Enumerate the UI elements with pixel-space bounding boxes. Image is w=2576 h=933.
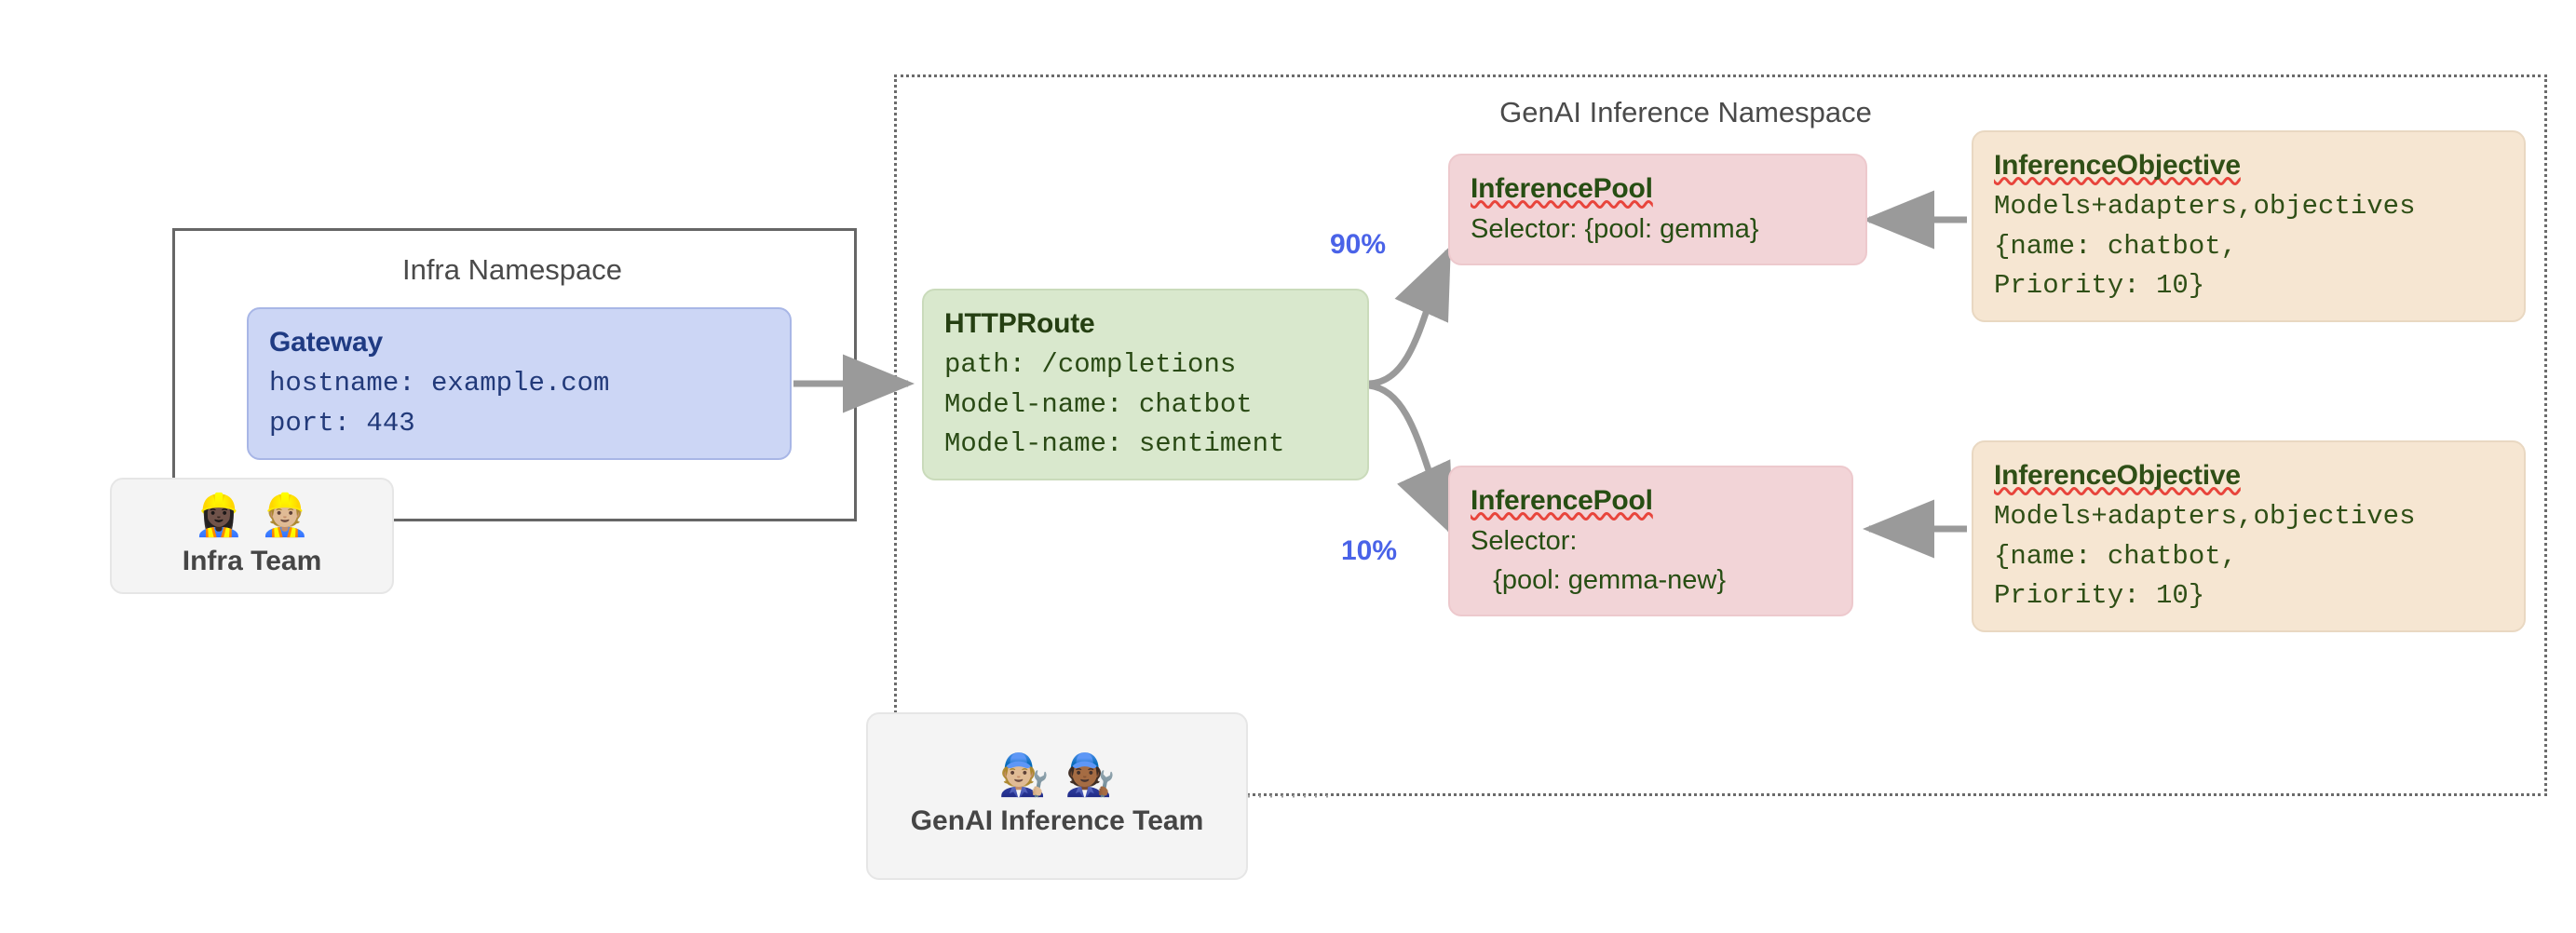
httproute-card[interactable]: HTTPRoute path: /completions Model-name:… [922,289,1369,481]
httproute-card-line-2: Model-name: chatbot [944,388,1253,420]
genai-team-label: GenAI Inference Team [910,805,1204,836]
inferenceobjective-top-title: InferenceObjective [1994,150,2241,181]
gateway-card-title: Gateway [269,327,383,358]
infra-team-avatars: 👷🏿‍♀️👷🏼 [193,492,326,538]
weight-label-top: 90% [1330,229,1387,260]
gateway-card-line-1: hostname: example.com [269,368,610,399]
gateway-card[interactable]: Gateway hostname: example.com port: 443 [247,307,792,460]
inferenceobjective-top-card[interactable]: InferenceObjective Models+adapters,objec… [1972,130,2526,323]
genai-team-chip[interactable]: 🧑🏼‍🔧🧑🏾‍🔧 GenAI Inference Team [866,712,1248,880]
weight-label-bottom: 10% [1341,535,1398,566]
inferencepool-gemma-selector: Selector: {pool: gemma} [1471,213,1759,244]
inferencepool-gemma-new-card[interactable]: InferencePool Selector: {pool: gemma-new… [1448,466,1853,617]
genai-namespace-boundary [894,74,2547,796]
inferenceobjective-bottom-line-2: {name: chatbot, [1994,540,2238,572]
infra-namespace-title: Infra Namespace [401,253,623,286]
genai-namespace-title: GenAI Inference Namespace [1499,96,1872,128]
httproute-card-line-1: path: /completions [944,349,1237,381]
inferenceobjective-bottom-card[interactable]: InferenceObjective Models+adapters,objec… [1972,440,2526,633]
httproute-card-title: HTTPRoute [944,308,1095,339]
inferenceobjective-bottom-title: InferenceObjective [1994,460,2241,491]
inferencepool-gemma-card[interactable]: InferencePool Selector: {pool: gemma} [1448,154,1867,266]
inferencepool-gemma-new-selector-value: {pool: gemma-new} [1471,565,1727,596]
infra-team-label: Infra Team [182,545,322,576]
inferencepool-gemma-new-selector: Selector: [1471,525,1578,556]
inferencepool-gemma-new-title: InferencePool [1471,485,1653,516]
gateway-card-line-2: port: 443 [269,407,415,439]
inferenceobjective-top-line-2: {name: chatbot, [1994,230,2238,262]
genai-team-avatars: 🧑🏼‍🔧🧑🏾‍🔧 [998,752,1131,798]
inferenceobjective-top-line-3: Priority: 10} [1994,269,2205,301]
httproute-card-line-3: Model-name: sentiment [944,427,1285,459]
inferenceobjective-bottom-line-3: Priority: 10} [1994,579,2205,611]
inferencepool-gemma-title: InferencePool [1471,173,1653,204]
inferenceobjective-bottom-line-1: Models+adapters,objectives [1994,501,2416,533]
inferenceobjective-top-line-1: Models+adapters,objectives [1994,191,2416,223]
infra-team-chip[interactable]: 👷🏿‍♀️👷🏼 Infra Team [110,478,394,594]
